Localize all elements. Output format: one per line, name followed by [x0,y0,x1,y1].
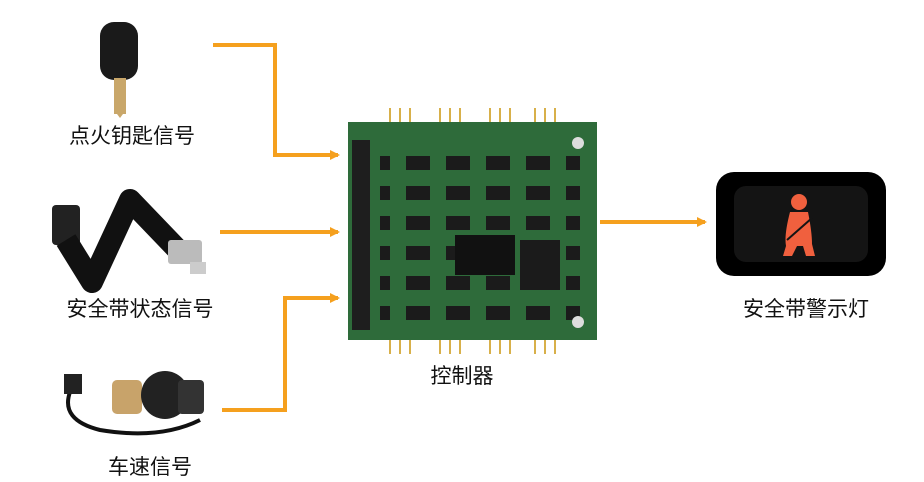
seatbelt-icon [52,189,206,293]
label-vehicle-speed-signal: 车速信号 [108,455,192,479]
circuit-board-icon [348,108,597,354]
label-seatbelt-warning-light: 安全带警示灯 [743,297,869,321]
key-icon [100,22,138,118]
label-seatbelt-status-signal: 安全带状态信号 [66,297,214,321]
arrow-ignition-to-controller [213,43,340,160]
arrow-speed-to-controller [222,293,340,412]
seatbelt-warning-light-icon [716,172,886,276]
speed-sensor-icon [64,371,204,436]
label-controller: 控制器 [430,364,494,388]
label-ignition-key-signal: 点火钥匙信号 [69,124,195,148]
